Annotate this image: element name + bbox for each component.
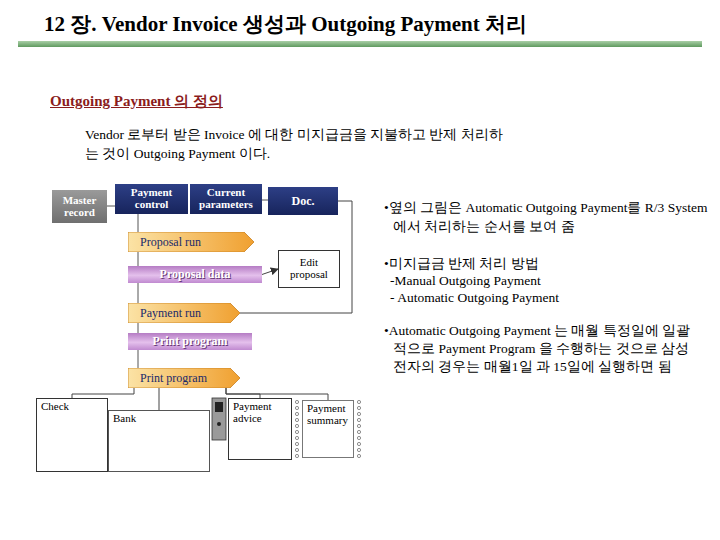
step-band: Payment run (128, 303, 240, 323)
node-text: Edit proposal (282, 257, 336, 280)
step-band: Print program (128, 368, 240, 388)
node-text: Print program (140, 372, 207, 385)
connector-stub (107, 206, 115, 207)
data-box: Master record (52, 190, 107, 223)
flow-connector (240, 201, 352, 313)
data-box: Print program (128, 333, 252, 350)
node-text: Proposal data (160, 268, 231, 281)
bullet-note: •옆의 그림은 Automatic Outgoing Payment를 R/3 … (384, 198, 713, 236)
flow-connector (226, 388, 260, 398)
title-rule (18, 41, 702, 47)
node-text: Doc. (292, 195, 315, 208)
section-heading: Outgoing Payment 의 정의 (50, 92, 350, 111)
node-text: Payment advice (233, 401, 287, 424)
output-document: Check (36, 398, 108, 472)
output-document: Bank (108, 410, 210, 472)
bullet-subitem: -Manual Outgoing Payment (390, 271, 710, 290)
process-box: Edit proposal (278, 250, 340, 288)
process-box: Current parameters (190, 184, 262, 214)
node-text: Current parameters (193, 187, 259, 210)
node-text: Print program (153, 335, 228, 348)
output-document: Payment advice (228, 398, 292, 460)
node-text: Payment run (140, 307, 201, 320)
flow-connector (159, 388, 160, 410)
output-document: Payment summary (302, 400, 354, 458)
flow-connector (262, 269, 278, 275)
bullet-subitem: - Automatic Outgoing Payment (390, 288, 710, 307)
band-outline (128, 303, 240, 323)
process-box: Payment control (115, 184, 188, 214)
node-text: Bank (113, 413, 136, 425)
node-text: Proposal run (140, 236, 201, 249)
node-text: Master record (55, 195, 104, 218)
data-box: Proposal data (128, 266, 262, 283)
band-outline (128, 368, 240, 388)
step-band: Proposal run (128, 232, 254, 252)
disk-icon (212, 398, 226, 440)
node-text: Payment summary (307, 403, 349, 426)
bullet-note: •미지급금 반제 처리 방법 (384, 254, 704, 273)
perforation (295, 400, 360, 457)
node-text: Payment control (118, 187, 185, 210)
definition-text: Vendor 로부터 받은 Invoice 에 대한 미지급금을 지불하고 반제… (85, 125, 510, 163)
node-text: Check (41, 401, 69, 413)
bullet-note: •Automatic Outgoing Payment 는 매월 특정일에 일괄… (384, 322, 693, 376)
flow-connector (72, 388, 134, 398)
slide-title: 12 장. Vendor Invoice 생성과 Outgoing Paymen… (44, 10, 704, 38)
band-outline (128, 232, 254, 252)
process-box: Doc. (268, 187, 338, 215)
